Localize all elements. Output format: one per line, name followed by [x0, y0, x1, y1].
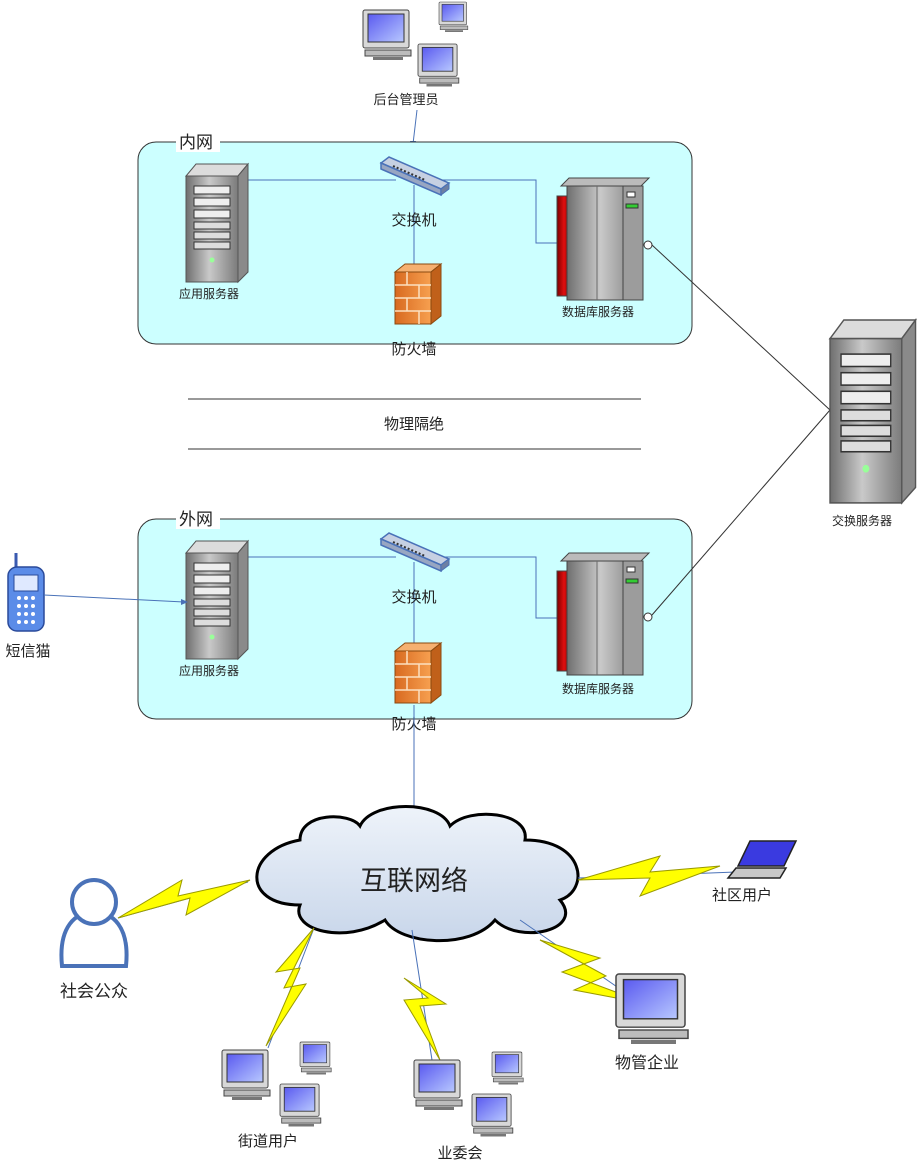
inner-network-zone: 内网 应用服务器 交换机 防火墙 数据库服务器 — [137, 132, 693, 358]
committee-pc-icon — [491, 1051, 524, 1085]
outer-link-switch-db — [440, 556, 557, 619]
lightning-icon — [577, 855, 721, 897]
inner-app-server-icon — [185, 163, 249, 283]
outer-switch-label: 交换机 — [391, 588, 436, 606]
admin-label: 后台管理员 — [373, 93, 438, 108]
outer-firewall-icon — [394, 642, 442, 704]
admin-group: 后台管理员 — [362, 1, 469, 108]
admin-link — [412, 109, 418, 145]
committee-pc-icon — [413, 1059, 463, 1111]
bolt-community — [577, 855, 737, 897]
sms-modem: 短信猫 — [5, 553, 51, 660]
internet-label: 互联网络 — [360, 866, 468, 897]
bolt-committee — [403, 929, 448, 1061]
exchange-server-icon — [829, 319, 917, 504]
exchange-link-outer — [651, 409, 831, 616]
laptop-icon — [726, 840, 798, 879]
public-user: 社会公众 — [59, 878, 129, 1002]
street-users: 街道用户 — [221, 1041, 332, 1150]
admin-pc-icon — [417, 43, 460, 87]
inner-firewall-icon — [394, 263, 442, 325]
arrow-head-icon — [181, 599, 188, 605]
outer-db-server-label: 数据库服务器 — [562, 681, 634, 696]
property-company: 物管企业 — [615, 973, 689, 1072]
outer-db-server-icon — [556, 552, 650, 676]
committee-pc-icon — [471, 1093, 514, 1137]
outer-app-server-label: 应用服务器 — [179, 663, 239, 678]
outer-app-server-icon — [185, 540, 249, 660]
inner-db-server-icon — [556, 177, 650, 301]
exchange-link-inner — [651, 244, 831, 411]
property-company-label: 物管企业 — [615, 1053, 679, 1072]
street-pc-icon — [279, 1083, 322, 1127]
street-user-label: 街道用户 — [238, 1132, 298, 1150]
admin-pc-icon — [362, 9, 412, 61]
inner-db-server-label: 数据库服务器 — [562, 304, 634, 319]
person-icon — [59, 878, 129, 968]
lightning-icon — [265, 927, 315, 1047]
lightning-icon — [403, 977, 448, 1061]
exchange-server-label: 交换服务器 — [832, 513, 892, 528]
outer-network-title: 外网 — [179, 510, 213, 530]
sms-link — [43, 594, 185, 603]
inner-firewall-label: 防火墙 — [391, 340, 436, 358]
exchange-server: 交换服务器 — [829, 319, 917, 528]
internet-cloud: 互联网络 — [255, 805, 580, 943]
lightning-icon — [117, 878, 251, 919]
community-user: 社区用户 — [712, 840, 798, 904]
inner-switch-label: 交换机 — [391, 211, 436, 229]
admin-pc-icon — [438, 1, 469, 33]
sms-modem-label: 短信猫 — [5, 642, 50, 660]
bolt-street — [265, 927, 315, 1049]
street-pc-icon — [299, 1041, 332, 1075]
phone-icon — [7, 553, 45, 632]
owners-committee-label: 业委会 — [437, 1144, 482, 1162]
community-user-label: 社区用户 — [712, 886, 772, 904]
public-label: 社会公众 — [60, 982, 128, 1002]
outer-db-port-icon — [643, 612, 653, 622]
outer-network-zone: 外网 应用服务器 交换机 防火墙 数据库服务器 — [137, 509, 693, 733]
inner-app-server-label: 应用服务器 — [179, 286, 239, 301]
inner-link-switch-db — [440, 179, 557, 244]
owners-committee: 业委会 — [413, 1051, 524, 1162]
property-pc-icon — [615, 973, 689, 1045]
isolation-band: 物理隔绝 — [188, 398, 641, 450]
isolation-label: 物理隔绝 — [384, 415, 444, 433]
street-pc-icon — [221, 1049, 271, 1101]
inner-db-port-icon — [643, 240, 653, 250]
inner-network-title: 内网 — [179, 133, 213, 153]
bolt-public — [117, 878, 251, 919]
